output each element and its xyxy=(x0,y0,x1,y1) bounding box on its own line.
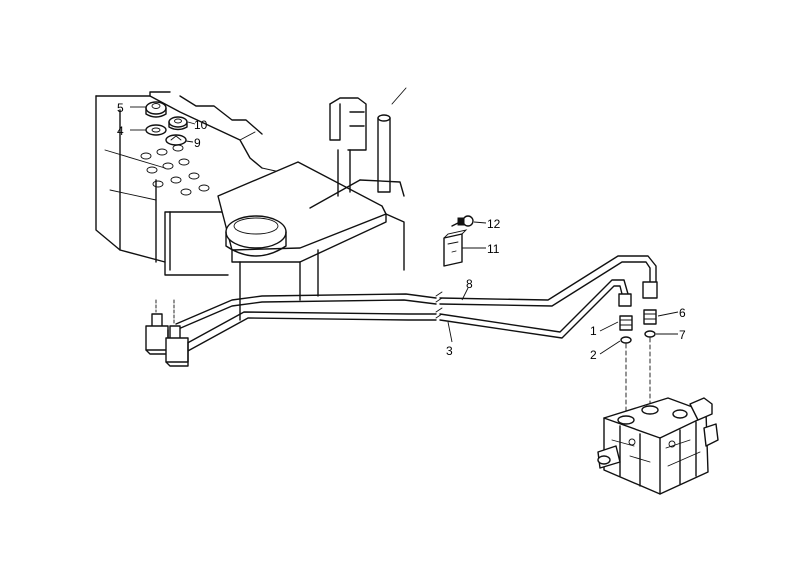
tank-cap-icon xyxy=(225,215,287,249)
callout-3: 3 xyxy=(446,344,453,358)
tank-plate xyxy=(217,161,405,321)
left-fittings xyxy=(145,299,189,367)
callout-12: 12 xyxy=(487,217,501,231)
callout-1: 1 xyxy=(590,324,597,338)
lever-bracket xyxy=(309,87,407,209)
clip-11-icon xyxy=(443,233,463,267)
callout-4: 4 xyxy=(117,124,124,138)
valve-fittings xyxy=(618,281,658,413)
control-valve xyxy=(597,397,719,495)
callout-6: 6 xyxy=(679,306,686,320)
callouts: 5 4 10 9 12 11 8 3 1 2 6 7 xyxy=(117,101,686,362)
hydraulic-pipes xyxy=(175,255,657,353)
nut-10-icon xyxy=(168,116,188,128)
callout-2: 2 xyxy=(590,348,597,362)
oring-2-icon xyxy=(620,336,632,344)
clamp-hardware xyxy=(443,215,474,267)
hardware-top xyxy=(145,101,188,146)
callout-7: 7 xyxy=(679,328,686,342)
callout-10: 10 xyxy=(194,118,208,132)
washer-4-icon xyxy=(145,124,167,136)
washer-9-icon xyxy=(165,134,187,146)
callout-5: 5 xyxy=(117,101,124,115)
machine-housing xyxy=(95,91,281,276)
fitting-1-icon xyxy=(619,315,633,331)
mounting-holes xyxy=(140,144,210,196)
callout-11: 11 xyxy=(487,242,500,256)
callout-9: 9 xyxy=(194,136,201,150)
callout-8: 8 xyxy=(466,277,473,291)
oring-7-icon xyxy=(644,330,656,338)
leader-lines xyxy=(130,106,679,355)
fitting-6-icon xyxy=(643,309,657,325)
